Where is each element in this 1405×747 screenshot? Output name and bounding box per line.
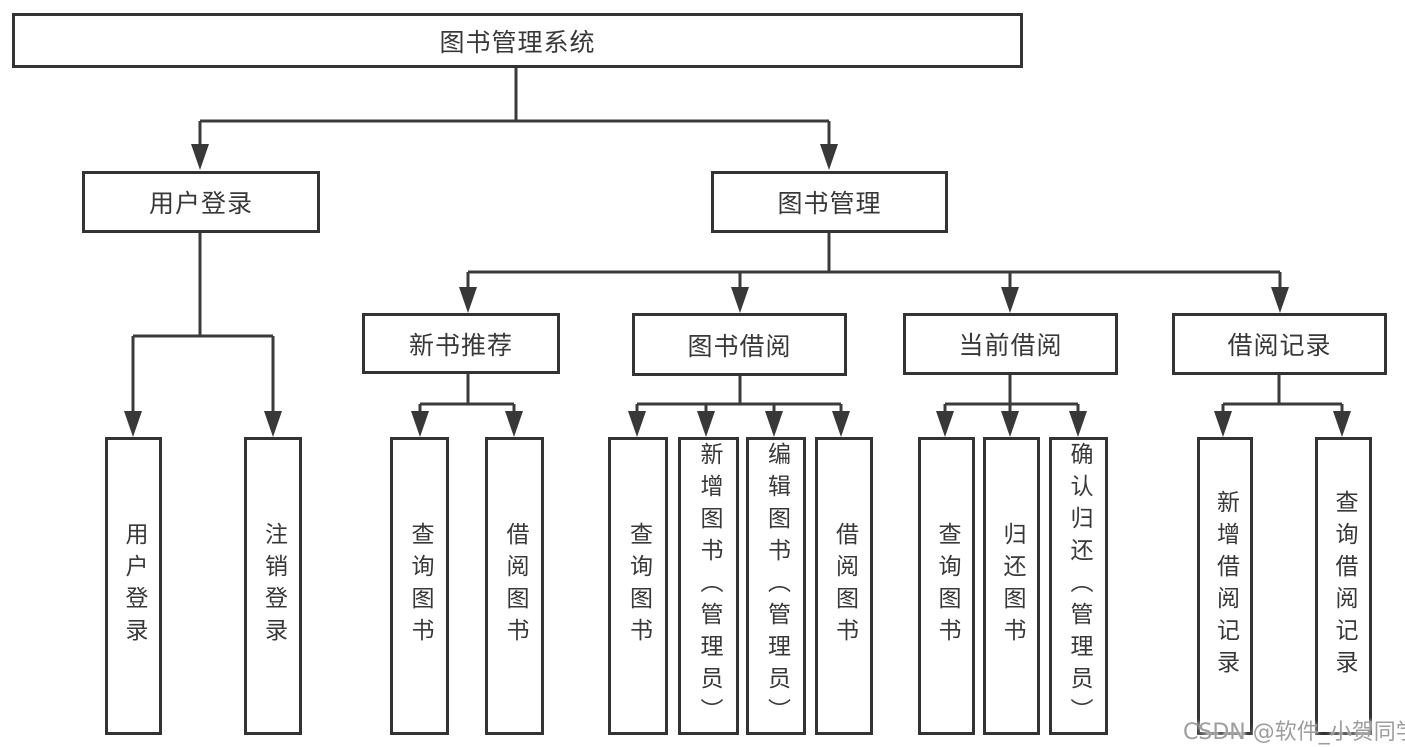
leaf-label: 借阅图书: [502, 522, 528, 650]
leaf-query-borrow-record: 查询借阅记录: [1315, 437, 1372, 735]
node-current-borrowing: 当前借阅: [903, 313, 1118, 375]
node-label: 当前借阅: [958, 331, 1063, 360]
leaf-label: 借阅图书: [831, 522, 858, 650]
node-label: 图书借阅: [687, 331, 792, 361]
leaf-label: 查询借阅记录: [1331, 490, 1357, 682]
leaf-label: 用户登录: [121, 522, 147, 650]
leaf-borrow-books: 借阅图书: [815, 437, 873, 735]
leaf-logout: 注销登录: [244, 437, 302, 735]
leaf-label: 新增图书（管理员）: [696, 442, 722, 730]
leaf-confirm-return-admin: 确认归还（管理员）: [1049, 437, 1108, 735]
node-label: 图书管理: [777, 189, 882, 218]
leaf-return-books: 归还图书: [983, 437, 1040, 735]
node-new-book-recommendation: 新书推荐: [362, 313, 560, 374]
leaf-label: 查询图书: [625, 522, 652, 650]
leaf-query-books: 查询图书: [390, 437, 449, 735]
leaf-query-books: 查询图书: [608, 437, 668, 735]
leaf-add-book-admin: 新增图书（管理员）: [678, 437, 739, 735]
node-label: 图书管理系统: [439, 27, 596, 57]
leaf-label: 注销登录: [260, 522, 287, 650]
node-borrowing-records: 借阅记录: [1172, 313, 1387, 375]
leaf-label: 查询图书: [407, 522, 433, 650]
leaf-label: 确认归还（管理员）: [1066, 442, 1092, 730]
node-label: 借阅记录: [1227, 331, 1332, 360]
node-library-management-system: 图书管理系统: [12, 13, 1023, 68]
leaf-edit-book-admin: 编辑图书（管理员）: [746, 437, 806, 735]
leaf-query-books: 查询图书: [918, 437, 975, 735]
node-book-borrowing: 图书借阅: [632, 313, 847, 376]
node-book-management: 图书管理: [711, 171, 948, 233]
node-label: 用户登录: [148, 189, 253, 218]
leaf-label: 查询图书: [934, 522, 960, 650]
watermark: CSDN @软件_小贺同学: [1183, 720, 1405, 745]
leaf-label: 新增借阅记录: [1212, 490, 1239, 682]
leaf-label: 归还图书: [999, 522, 1025, 650]
node-user-login: 用户登录: [82, 171, 320, 233]
leaf-add-borrow-record: 新增借阅记录: [1197, 437, 1253, 735]
leaf-label: 编辑图书（管理员）: [763, 442, 790, 730]
leaf-borrow-books: 借阅图书: [485, 437, 544, 735]
leaf-user-login: 用户登录: [105, 437, 162, 735]
node-label: 新书推荐: [408, 330, 513, 360]
